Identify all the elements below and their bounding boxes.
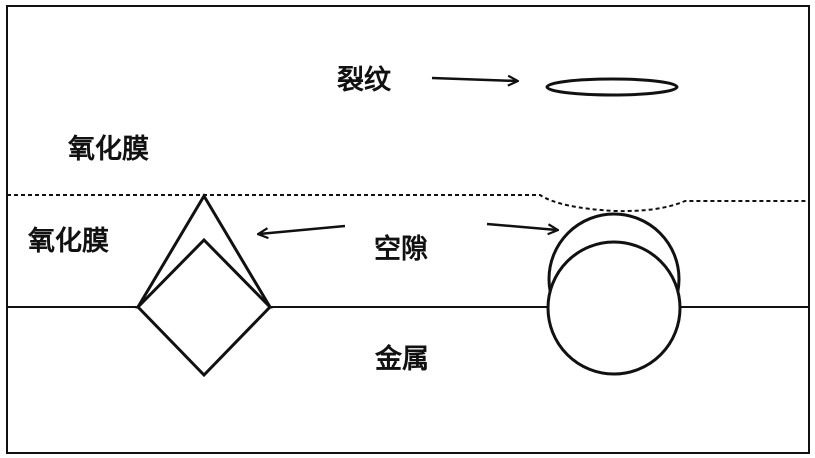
diamond-void-outline [135,237,273,378]
oxide-film-lower-label: 氧化膜 [27,226,109,257]
circle-void-lower [546,240,682,376]
arrow-to-right-void [486,222,557,230]
oxide-film-upper-label: 氧化膜 [67,134,149,165]
void-label: 空隙 [374,233,428,265]
outer-frame [6,5,810,454]
crack-label: 裂纹 [337,65,392,96]
metal-label: 金属 [374,343,429,375]
oxide-surface-dashed-line [7,194,809,213]
arrow-to-crack [431,78,517,81]
crack-ellipse [545,77,679,97]
arrow-to-left-void [259,224,346,234]
